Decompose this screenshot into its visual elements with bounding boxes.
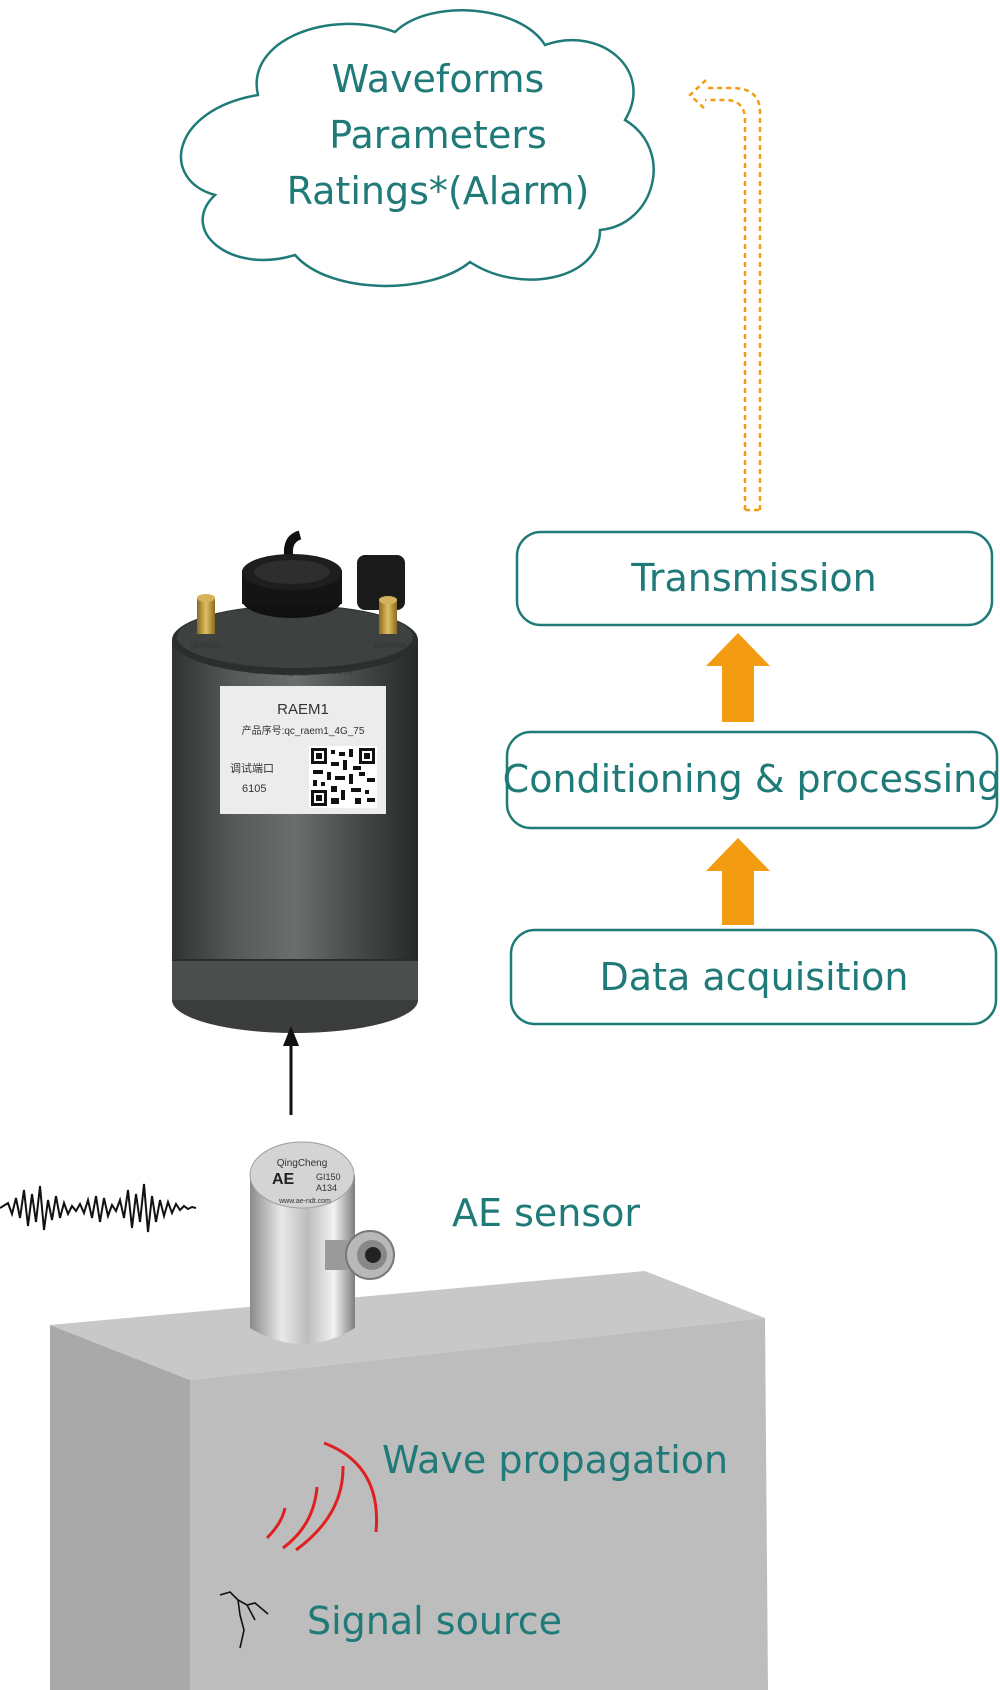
device-debug-port-label: 调试端口 [230, 762, 274, 775]
sensor-to-device-arrow [283, 1026, 299, 1115]
raem1-device: SENSOR RUN ALARM POWER ANTENNA RAEM1 产品序… [172, 530, 418, 1033]
acquisition-box [509, 928, 998, 1026]
crack-icon [219, 1591, 269, 1649]
cloud-line-ratings: Ratings*(Alarm) [287, 169, 590, 213]
processing-label: Conditioning & processing [503, 757, 1000, 801]
processing-box [505, 730, 999, 830]
pipeline: Transmission Conditioning & processing D… [503, 530, 1000, 1026]
bnc-connector-icon [325, 1230, 395, 1280]
sensor-model: GI150 [316, 1172, 341, 1182]
port-label-alarm: ALARM [285, 671, 309, 678]
device-debug-port: 6105 [242, 783, 266, 795]
arrow-processing-to-transmission [706, 633, 770, 722]
cloud-line-waveforms: Waveforms [332, 57, 545, 101]
port-label-sensor: SENSOR [190, 643, 220, 650]
port-label-antenna: ANTENNA [373, 643, 407, 650]
transmission-label: Transmission [630, 556, 876, 600]
sensor-brand: QingCheng [277, 1158, 328, 1169]
wave-propagation-arcs [265, 1441, 379, 1552]
svg-text:AE: AE [272, 1171, 295, 1188]
uplink-arrow [688, 79, 762, 512]
sensor-url: www.ae-ndt.com [278, 1198, 331, 1205]
arrow-acquisition-to-processing [706, 838, 770, 925]
device-name: RAEM1 [277, 701, 329, 718]
cloud-outline [179, 8, 655, 288]
acquisition-label: Data acquisition [600, 955, 909, 999]
port-label-run: RUN [249, 669, 264, 676]
qr-code-icon [309, 746, 377, 808]
port-label-power: POWER [327, 669, 353, 676]
wave-propagation-label: Wave propagation [382, 1438, 728, 1482]
cloud-line-parameters: Parameters [329, 113, 547, 157]
ae-sensor: QingCheng AE GI150 A134 www.ae-ndt.com [249, 1141, 395, 1344]
ae-waveform [0, 1183, 197, 1233]
sensor-code: A134 [316, 1183, 337, 1193]
device-serial: 产品序号:qc_raem1_4G_75 [242, 724, 365, 737]
ae-logo-icon: AE [272, 1171, 295, 1188]
ae-sensor-label: AE sensor [452, 1191, 640, 1235]
specimen-block [50, 1271, 768, 1690]
cloud: Waveforms Parameters Ratings*(Alarm) [179, 8, 655, 288]
signal-source-label: Signal source [307, 1599, 562, 1643]
transmission-box [515, 530, 994, 627]
